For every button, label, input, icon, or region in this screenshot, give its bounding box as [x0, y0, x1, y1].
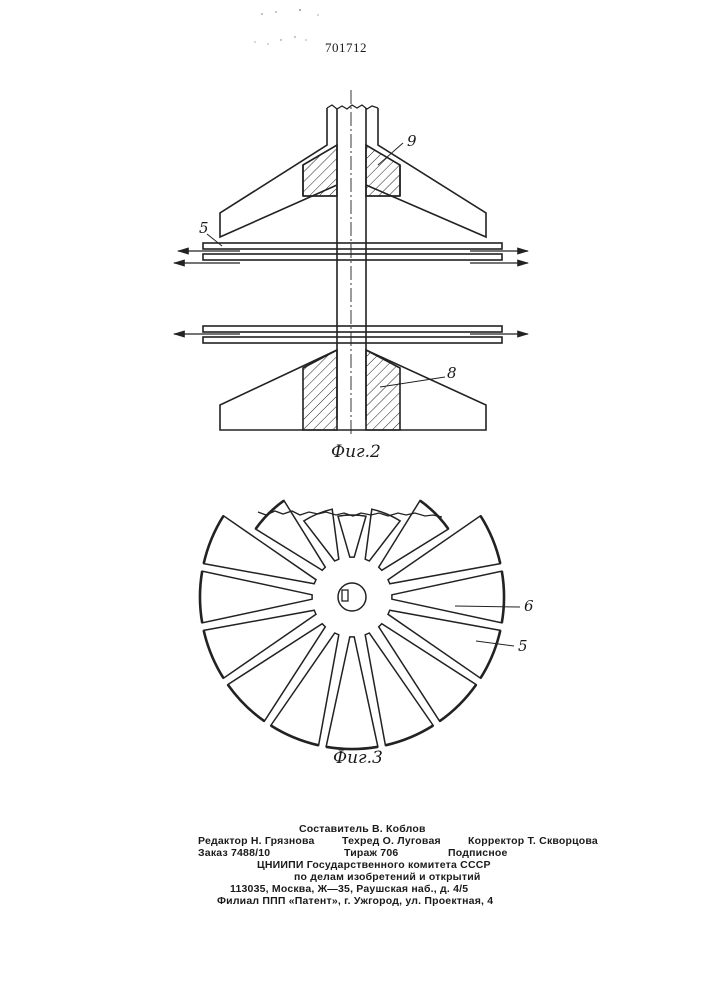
- imprint-compiler: Составитель В. Коблов: [299, 823, 426, 835]
- imprint-circulation: Тираж 706: [344, 847, 398, 859]
- figure-3-drawing: [200, 501, 520, 749]
- imprint-org2: по делам изобретений и открытий: [294, 871, 481, 883]
- lower-hub-8: [220, 350, 486, 430]
- scan-specks: [254, 9, 318, 45]
- label-upper-hub: 9: [407, 132, 417, 150]
- figure-2-caption: Фиг.2: [331, 442, 381, 462]
- blade: [338, 515, 366, 557]
- imprint-subscription: Подписное: [448, 847, 508, 859]
- imprint-editor: Редактор Н. Грязнова: [198, 835, 315, 847]
- label-lower-hub: 8: [447, 364, 457, 382]
- imprint-techred: Техред О. Луговая: [342, 835, 441, 847]
- shaft: [337, 90, 366, 436]
- figure-2-drawing: [174, 90, 528, 436]
- blade-ring: [200, 501, 504, 749]
- disks-lower: [203, 326, 502, 343]
- patent-number: 701712: [325, 40, 367, 56]
- figure-3-caption: Фиг.3: [333, 748, 383, 768]
- upper-hub-9: [220, 105, 486, 237]
- imprint-address2: Филиал ППП «Патент», г. Ужгород, ул. Про…: [217, 895, 493, 907]
- imprint-address1: 113035, Москва, Ж—35, Раушская наб., д. …: [230, 883, 468, 895]
- imprint-corrector: Корректор Т. Скворцова: [468, 835, 598, 847]
- imprint-order: Заказ 7488/10: [198, 847, 270, 859]
- imprint-org1: ЦНИИПИ Государственного комитета СССР: [257, 859, 491, 871]
- label-slot: 6: [524, 597, 534, 615]
- label-blade: 5: [518, 637, 528, 655]
- disks-upper: [203, 243, 502, 260]
- label-disk: 5: [199, 219, 209, 237]
